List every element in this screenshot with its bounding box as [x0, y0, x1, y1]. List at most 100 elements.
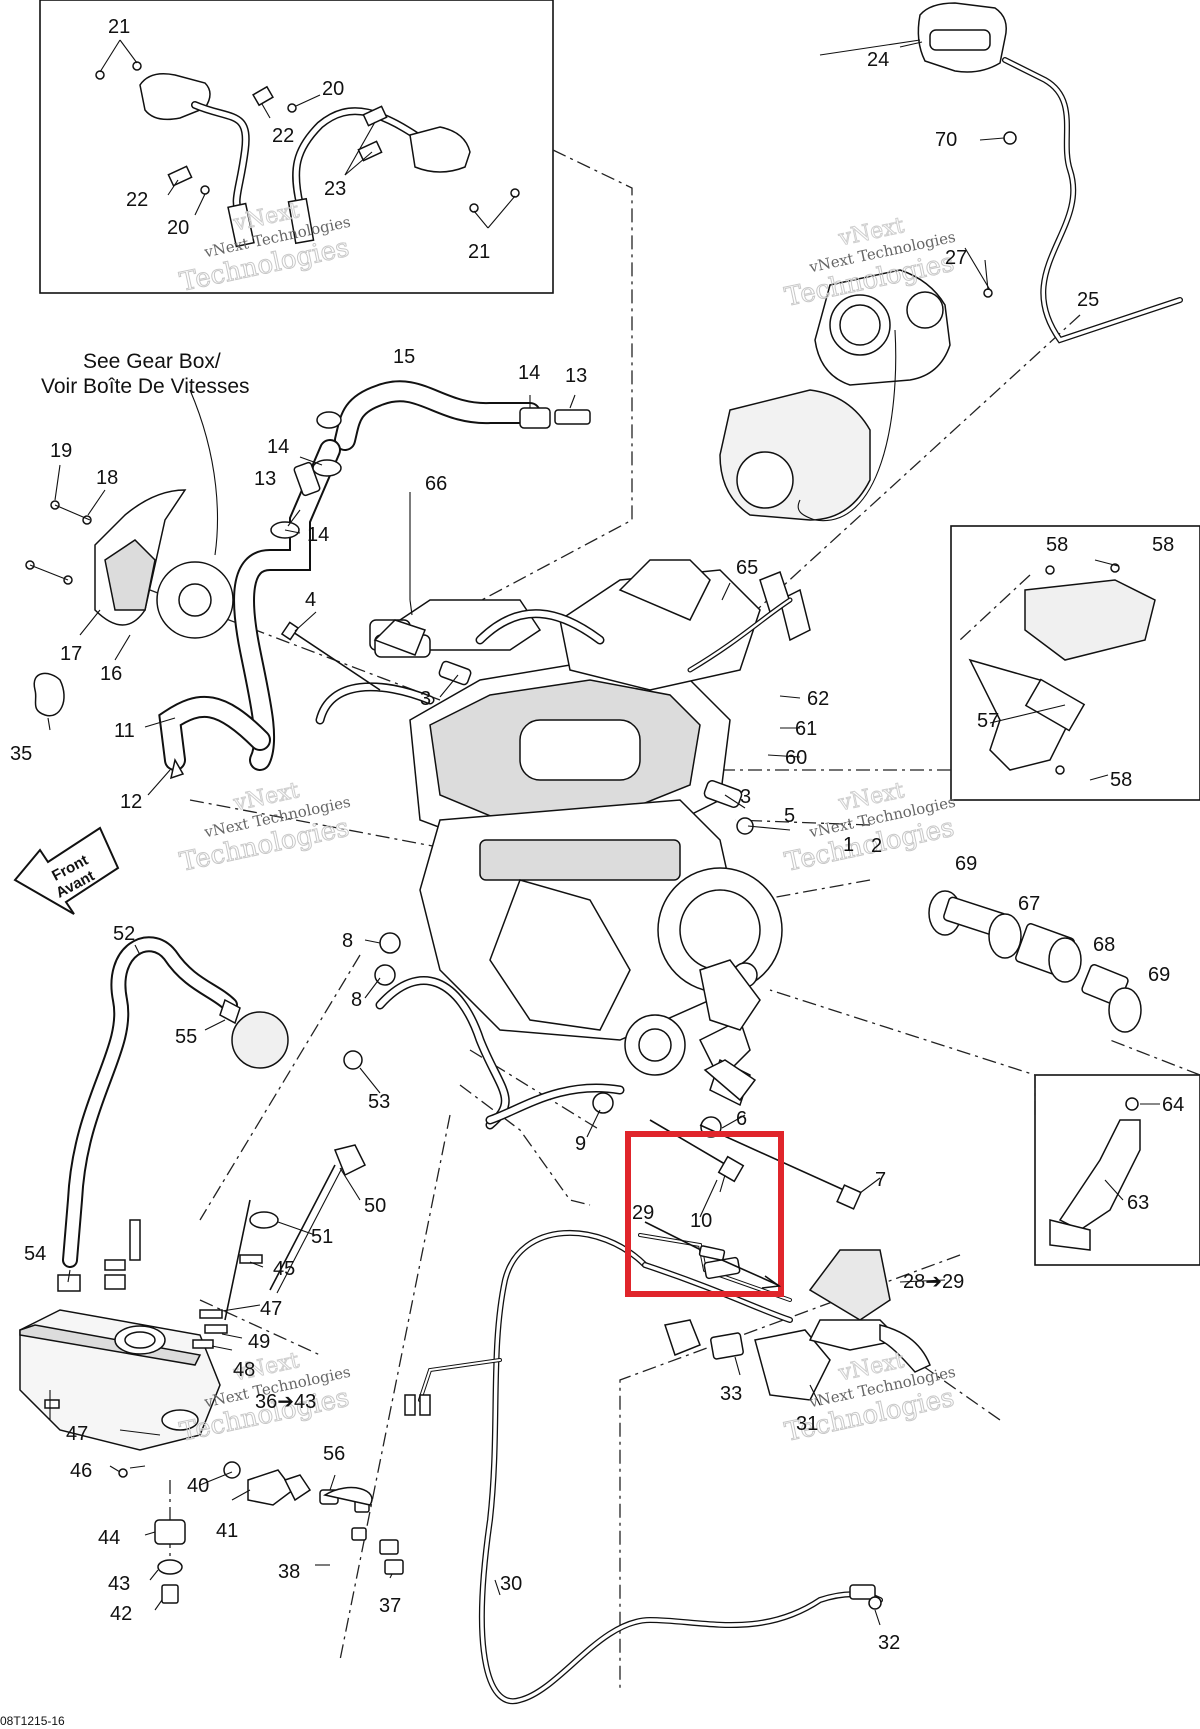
highlighted-parts — [644, 1174, 782, 1289]
callout-35: 35 — [10, 743, 32, 765]
callout-21: 21 — [108, 16, 130, 38]
callout-70: 70 — [935, 129, 957, 151]
callout-15: 15 — [393, 346, 415, 368]
assembly-lines — [149, 149, 1200, 1690]
callout-17: 17 — [60, 643, 82, 665]
callout-55: 55 — [175, 1026, 197, 1048]
callout-50: 50 — [364, 1195, 386, 1217]
callout-60: 60 — [785, 747, 807, 769]
callout-14: 14 — [267, 436, 289, 458]
detail-box-shift-lever — [1034, 1074, 1200, 1266]
callout-43: 43 — [108, 1573, 130, 1595]
callout-48: 48 — [233, 1359, 255, 1381]
callout-62: 62 — [807, 688, 829, 710]
callout-22: 22 — [272, 125, 294, 147]
callout-14: 14 — [307, 524, 329, 546]
callout-3: 3 — [740, 786, 751, 808]
highlight-box — [625, 1131, 784, 1297]
callout-25: 25 — [1077, 289, 1099, 311]
callout-14: 14 — [518, 362, 540, 384]
callout-46: 46 — [70, 1460, 92, 1482]
note-line-2: Voir Boîte De Vitesses — [41, 375, 250, 398]
leader-lines — [67, 41, 1160, 1626]
dipstick — [249, 1144, 367, 1294]
callout-32: 32 — [878, 1632, 900, 1654]
detail-box-ignition-coils — [39, 0, 554, 294]
drawing-code: 08T1215-16 — [0, 1714, 65, 1728]
callout-38: 38 — [278, 1561, 300, 1583]
callout-47: 47 — [66, 1423, 88, 1445]
callout-47: 47 — [260, 1298, 282, 1320]
callout-11: 11 — [114, 720, 135, 742]
callout-64: 64 — [1162, 1094, 1184, 1116]
callout-10: 10 — [690, 1210, 712, 1232]
callout-36-43: 36➔43 — [255, 1391, 316, 1413]
callout-20: 20 — [167, 217, 189, 239]
callout-49: 49 — [248, 1331, 270, 1353]
front-direction-arrow: Front Avant — [13, 826, 120, 915]
mount-bracket — [968, 559, 1156, 775]
callout-52: 52 — [113, 923, 135, 945]
callout-18: 18 — [96, 467, 118, 489]
callout-8: 8 — [351, 989, 362, 1011]
callout-61: 61 — [795, 718, 817, 740]
callout-40: 40 — [187, 1475, 209, 1497]
callout-58: 58 — [1046, 534, 1068, 556]
callout-69: 69 — [955, 853, 977, 875]
callout-29: 29 — [632, 1202, 654, 1224]
callout-8: 8 — [342, 930, 353, 952]
callout-4: 4 — [305, 589, 316, 611]
detail-box-bracket — [950, 525, 1200, 801]
callout-5: 5 — [784, 805, 795, 827]
callout-1: 1 — [843, 834, 854, 856]
callout-28-29: 28➔29 — [903, 1271, 964, 1293]
callout-53: 53 — [368, 1091, 390, 1113]
callout-66: 66 — [425, 473, 447, 495]
callout-58: 58 — [1110, 769, 1132, 791]
callout-13: 13 — [254, 468, 276, 490]
callout-45: 45 — [273, 1258, 295, 1280]
callout-68: 68 — [1093, 934, 1115, 956]
callout-3: 3 — [420, 688, 431, 710]
callout-37: 37 — [379, 1595, 401, 1617]
oil-tank — [19, 936, 404, 1604]
sprocket-cover-group — [25, 389, 234, 661]
callout-67: 67 — [1018, 893, 1040, 915]
shift-lever — [1049, 1097, 1160, 1251]
callout-51: 51 — [311, 1226, 333, 1248]
callout-33: 33 — [720, 1383, 742, 1405]
callout-63: 63 — [1127, 1192, 1149, 1214]
callout-31: 31 — [796, 1413, 818, 1435]
callout-21: 21 — [468, 241, 490, 263]
callout-19: 19 — [50, 440, 72, 462]
callout-2: 2 — [871, 835, 882, 857]
callout-24: 24 — [867, 49, 889, 71]
callout-69: 69 — [1148, 964, 1170, 986]
callout-20: 20 — [322, 78, 344, 100]
callout-6: 6 — [736, 1108, 747, 1130]
callout-54: 54 — [24, 1243, 46, 1265]
callout-7: 7 — [875, 1169, 886, 1191]
throttle-assembly — [719, 2, 1183, 522]
callout-42: 42 — [110, 1603, 132, 1625]
ignition-coil-inset — [95, 39, 520, 248]
note-line-1: See Gear Box/ — [83, 350, 221, 373]
callout-44: 44 — [98, 1527, 120, 1549]
callout-27: 27 — [945, 247, 967, 269]
callout-57: 57 — [977, 710, 999, 732]
callout-41: 41 — [216, 1520, 238, 1542]
callout-12: 12 — [120, 791, 142, 813]
callout-65: 65 — [736, 557, 758, 579]
engine-block — [315, 559, 811, 1130]
callout-23: 23 — [324, 178, 346, 200]
gearbox-note: See Gear Box/ Voir Boîte De Vitesses — [41, 350, 250, 398]
callout-58: 58 — [1152, 534, 1174, 556]
callout-16: 16 — [100, 663, 122, 685]
callout-56: 56 — [323, 1443, 345, 1465]
callout-30: 30 — [500, 1573, 522, 1595]
callout-9: 9 — [575, 1133, 586, 1155]
callout-22: 22 — [126, 189, 148, 211]
